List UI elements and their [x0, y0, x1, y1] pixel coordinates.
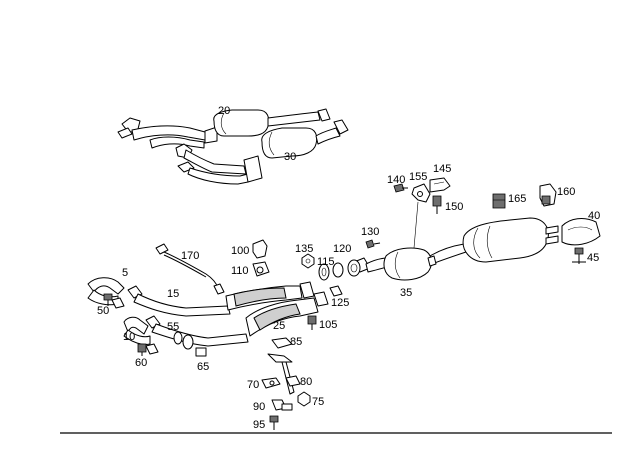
label-90: 90: [253, 401, 265, 413]
label-20: 20: [218, 105, 230, 117]
gasket-55: [173, 331, 183, 345]
front-pipe-15: [127, 281, 315, 317]
bolt-105: [307, 315, 317, 330]
label-55: 55: [167, 321, 179, 333]
label-45: 45: [587, 252, 599, 264]
rear-muffler: [429, 217, 559, 265]
label-80: 80: [300, 376, 312, 388]
label-75: 75: [312, 396, 324, 408]
label-85: 85: [290, 336, 302, 348]
ring-gasket: [318, 263, 330, 281]
hanger-strap: [413, 201, 419, 249]
label-100: 100: [231, 245, 249, 257]
clamp-90: [271, 399, 293, 411]
label-115: 115: [317, 256, 335, 268]
label-120: 120: [333, 243, 351, 255]
bolt-150: [432, 195, 442, 214]
label-15: 15: [167, 288, 179, 300]
label-110: 110: [231, 265, 249, 277]
pipe-5: [87, 277, 125, 306]
clamp-145: [429, 177, 451, 193]
nut-135: [301, 253, 315, 269]
bracket-85: [267, 337, 293, 363]
label-165: 165: [508, 193, 526, 205]
label-10: 10: [123, 331, 135, 343]
label-125: 125: [331, 297, 349, 309]
exhaust-assembly-30: [175, 119, 349, 185]
label-130: 130: [361, 226, 379, 238]
bracket-70: [261, 377, 281, 389]
nut-75: [297, 391, 311, 407]
sleeve-125: [329, 285, 343, 297]
bracket-155: [411, 183, 431, 203]
bolt-50: [103, 293, 125, 309]
heat-shield-40: [561, 218, 601, 246]
label-160: 160: [557, 186, 575, 198]
label-140: 140: [387, 174, 405, 186]
label-155: 155: [409, 171, 427, 183]
label-105: 105: [319, 319, 337, 331]
exhaust-assembly-20: [117, 108, 331, 149]
center-muffler-35: [353, 247, 437, 281]
gasket-115: [332, 262, 344, 278]
label-65: 65: [197, 361, 209, 373]
label-25: 25: [273, 320, 285, 332]
mount-110: [252, 261, 270, 277]
label-145: 145: [433, 163, 451, 175]
bolt-140: [393, 183, 408, 193]
label-50: 50: [97, 305, 109, 317]
label-170: 170: [181, 250, 199, 262]
bolt-130: [365, 239, 381, 249]
bolt-60: [137, 343, 159, 356]
rubber-mount-160: [539, 183, 557, 207]
clamp-120: [347, 259, 361, 277]
hanger-80: [281, 361, 301, 395]
label-95: 95: [253, 419, 265, 431]
label-150: 150: [445, 201, 463, 213]
pipe-10: [123, 316, 151, 345]
sensor-cable-170: [155, 243, 225, 295]
bracket-100: [252, 239, 268, 259]
clamp-65: [182, 334, 207, 357]
bolt-95: [269, 415, 279, 430]
label-30: 30: [284, 151, 296, 163]
label-40: 40: [588, 210, 600, 222]
label-5: 5: [122, 267, 128, 279]
catalytic-converter-25: [145, 291, 329, 347]
label-35: 35: [400, 287, 412, 299]
label-70: 70: [247, 379, 259, 391]
rubber-mount-165: [492, 193, 506, 209]
label-60: 60: [135, 357, 147, 369]
label-135: 135: [295, 243, 313, 255]
bolt-45: [572, 247, 586, 264]
